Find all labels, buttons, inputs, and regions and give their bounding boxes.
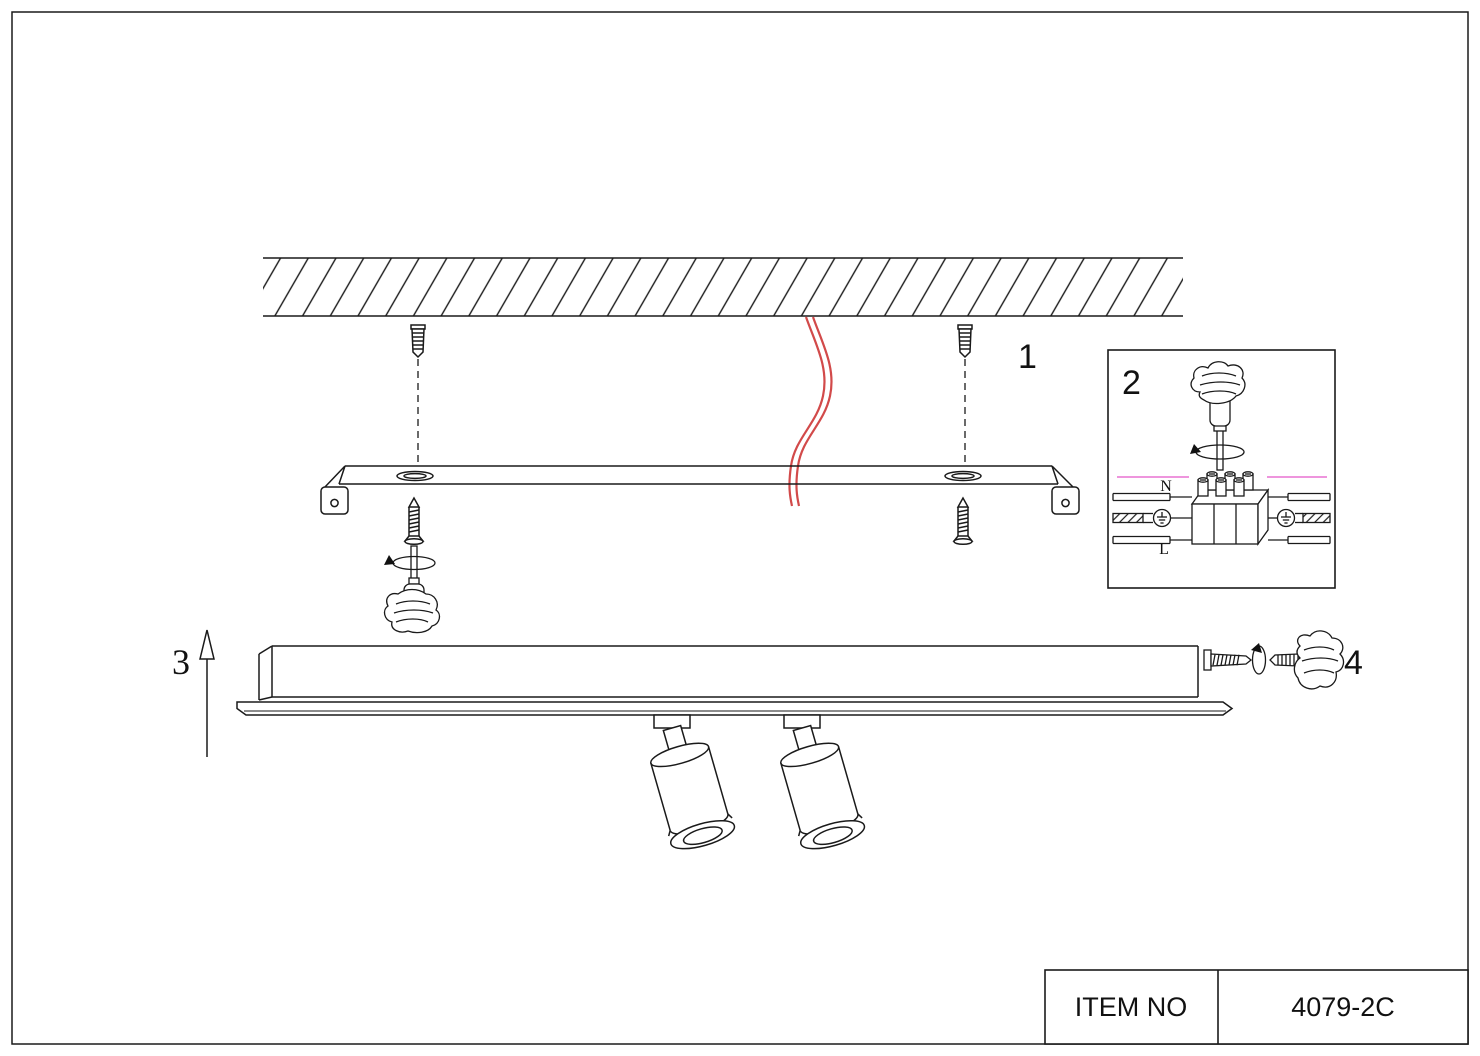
- step-1-label: 1: [1018, 338, 1037, 376]
- page-border: [11, 11, 1469, 1045]
- wire-earth-right: [1268, 512, 1331, 524]
- bracket-slot-left-inner: [403, 472, 427, 480]
- hand-finger-line: [1201, 390, 1237, 395]
- item-no-value: 4079-2C: [1291, 992, 1395, 1022]
- hand-finger-line: [1303, 646, 1335, 651]
- item-no-label: ITEM NO: [1075, 992, 1188, 1022]
- live-label: L: [1159, 541, 1169, 558]
- hand-finger-line: [395, 600, 431, 605]
- screwdriver-ferrule: [408, 577, 420, 585]
- wall-plug-left: [410, 324, 426, 358]
- terminal-screw: [1233, 477, 1245, 497]
- wall-plug-right: [957, 324, 973, 358]
- screwdriver-hand-left: [383, 545, 441, 634]
- bracket-foot-hole-left: [330, 498, 339, 508]
- earth-symbol-left: [1152, 508, 1172, 528]
- item-table-border: [1044, 969, 1469, 1045]
- step-4-label: 4: [1344, 644, 1363, 682]
- screwdriver-shank: [410, 545, 418, 583]
- hand-icon: [1293, 630, 1345, 690]
- wire-neutral-left: [1112, 492, 1192, 502]
- neutral-label: N: [1160, 478, 1172, 495]
- screwdriver-shank: [1216, 429, 1224, 471]
- wiring-detail-box: 2: [1107, 349, 1336, 589]
- terminal-screw: [1215, 477, 1227, 497]
- lift-arrowhead: [199, 629, 215, 660]
- rotation-arrowhead: [384, 555, 395, 565]
- earth-symbol-right: [1276, 508, 1296, 528]
- lift-step: 3: [172, 629, 215, 757]
- spotlight-left: [639, 714, 739, 856]
- power-wire-strand-2: [795, 316, 833, 507]
- hand-finger-line: [395, 618, 429, 623]
- mounting-bracket: [320, 465, 1080, 515]
- rotation-arrowhead: [1251, 643, 1262, 653]
- power-wire-strand-1: [788, 316, 826, 507]
- wire-live-left: [1112, 535, 1192, 545]
- ceiling: [263, 257, 1183, 317]
- fixture-bar: [236, 645, 1234, 716]
- side-screw-head: [1203, 649, 1212, 671]
- diagram-root: 1: [11, 11, 1469, 1045]
- wire-live-right: [1268, 535, 1331, 545]
- step-2-label: 2: [1122, 364, 1141, 402]
- side-fixing-step: 4: [1203, 630, 1363, 690]
- bracket-screw-right: [953, 497, 973, 546]
- bracket-slot-right-inner: [951, 472, 975, 480]
- hand-finger-line: [393, 609, 434, 614]
- earth-wire-sleeve: [1112, 512, 1144, 524]
- terminal-screw: [1197, 477, 1209, 497]
- step-3-label: 3: [172, 642, 190, 682]
- earth-wire-sleeve: [1302, 512, 1331, 524]
- fixture-base-plate: [236, 701, 1234, 716]
- bracket-foot-left: [320, 486, 349, 515]
- hand-icon: [383, 588, 441, 634]
- spotlight-right: [769, 714, 869, 856]
- terminal-block: [1190, 471, 1270, 547]
- ceiling-hatch: [263, 258, 1183, 316]
- hand-finger-line: [1303, 669, 1335, 674]
- bracket-screw-left: [404, 497, 424, 546]
- wire-neutral-right: [1268, 492, 1331, 502]
- hand-finger-line: [1301, 657, 1339, 662]
- rotation-arrowhead: [1190, 444, 1201, 454]
- bracket-foot-right: [1051, 486, 1080, 515]
- bracket-foot-hole-right: [1061, 498, 1070, 508]
- screwdriver-hand-detail: [1190, 361, 1246, 471]
- item-table: ITEM NO 4079-2C: [1044, 969, 1469, 1045]
- wire-earth-left: [1112, 512, 1192, 524]
- power-wire: [788, 316, 833, 507]
- hand-finger-line: [1201, 372, 1237, 377]
- hand-finger-line: [1199, 381, 1241, 386]
